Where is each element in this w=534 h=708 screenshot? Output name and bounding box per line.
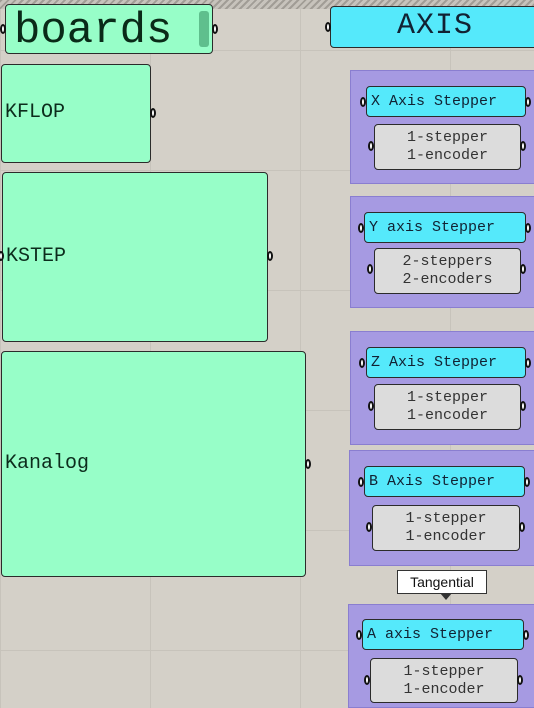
- b-panel-output-port[interactable]: [519, 522, 525, 532]
- y-panel-input-port[interactable]: [367, 264, 373, 274]
- z-axis-stepper-label: Z Axis Stepper: [371, 354, 498, 371]
- x-axis-stepper-label: X Axis Stepper: [371, 93, 498, 110]
- a-encoder-count: 1-encoder: [403, 680, 485, 698]
- boards-label: boards: [14, 6, 173, 56]
- b-axis-config-panel[interactable]: 1-stepper 1-encoder: [372, 505, 520, 551]
- x-axis-config-panel[interactable]: 1-stepper 1-encoder: [374, 124, 521, 170]
- kanalog-label: Kanalog: [5, 452, 90, 475]
- y-stepper-output-port[interactable]: [525, 223, 531, 233]
- y-stepper-input-port[interactable]: [358, 223, 364, 233]
- boards-output-port[interactable]: [212, 24, 218, 34]
- kanalog-node[interactable]: Kanalog: [1, 351, 306, 577]
- axis-node[interactable]: AXIS: [330, 6, 534, 48]
- a-stepper-input-port[interactable]: [356, 630, 362, 640]
- a-stepper-count: 1-stepper: [403, 662, 485, 680]
- x-panel-input-port[interactable]: [368, 141, 374, 151]
- x-stepper-input-port[interactable]: [360, 97, 366, 107]
- b-stepper-output-port[interactable]: [524, 477, 530, 487]
- a-axis-stepper-label: A axis Stepper: [367, 626, 494, 643]
- kstep-node[interactable]: KSTEP: [2, 172, 268, 342]
- x-axis-stepper-node[interactable]: X Axis Stepper: [366, 86, 526, 117]
- tooltip-pointer: [440, 593, 452, 600]
- a-panel-input-port[interactable]: [364, 675, 370, 685]
- z-encoder-count: 1-encoder: [406, 407, 488, 424]
- x-stepper-count: 1-stepper: [406, 129, 488, 146]
- node-scroll-handle[interactable]: [199, 11, 209, 47]
- b-axis-stepper-label: B Axis Stepper: [369, 473, 496, 490]
- z-stepper-count: 1-stepper: [406, 389, 488, 406]
- x-stepper-output-port[interactable]: [525, 97, 531, 107]
- z-axis-stepper-node[interactable]: Z Axis Stepper: [366, 347, 526, 378]
- canvas-top-edge: [0, 0, 534, 9]
- kflop-node[interactable]: KFLOP: [1, 64, 151, 163]
- z-axis-config-panel[interactable]: 1-stepper 1-encoder: [374, 384, 521, 430]
- kstep-input-port[interactable]: [0, 251, 4, 261]
- a-axis-stepper-node[interactable]: A axis Stepper: [362, 619, 524, 650]
- b-axis-stepper-node[interactable]: B Axis Stepper: [364, 466, 525, 497]
- tangential-tooltip: Tangential: [397, 570, 487, 594]
- x-panel-output-port[interactable]: [520, 141, 526, 151]
- x-encoder-count: 1-encoder: [406, 147, 488, 164]
- kanalog-output-port[interactable]: [305, 459, 311, 469]
- a-stepper-output-port[interactable]: [523, 630, 529, 640]
- y-axis-stepper-node[interactable]: Y axis Stepper: [364, 212, 526, 243]
- b-panel-input-port[interactable]: [366, 522, 372, 532]
- kflop-output-port[interactable]: [150, 108, 156, 118]
- a-panel-output-port[interactable]: [517, 675, 523, 685]
- y-axis-config-panel[interactable]: 2-steppers 2-encoders: [374, 248, 521, 294]
- axis-input-port[interactable]: [325, 22, 331, 32]
- b-encoder-count: 1-encoder: [405, 528, 487, 545]
- y-stepper-count: 2-steppers: [402, 253, 493, 270]
- axis-label: AXIS: [396, 9, 473, 43]
- boards-node[interactable]: boards: [5, 4, 213, 56]
- y-axis-stepper-label: Y axis Stepper: [369, 219, 496, 236]
- a-axis-config-panel[interactable]: 1-stepper 1-encoder: [370, 658, 518, 703]
- kstep-output-port[interactable]: [267, 251, 273, 261]
- y-panel-output-port[interactable]: [520, 264, 526, 274]
- y-encoder-count: 2-encoders: [402, 271, 493, 288]
- kflop-label: KFLOP: [5, 101, 66, 124]
- z-stepper-input-port[interactable]: [359, 358, 365, 368]
- boards-input-port[interactable]: [0, 24, 6, 34]
- z-panel-output-port[interactable]: [520, 401, 526, 411]
- b-stepper-count: 1-stepper: [405, 510, 487, 527]
- kstep-label: KSTEP: [6, 245, 67, 268]
- z-stepper-output-port[interactable]: [525, 358, 531, 368]
- b-stepper-input-port[interactable]: [358, 477, 364, 487]
- z-panel-input-port[interactable]: [368, 401, 374, 411]
